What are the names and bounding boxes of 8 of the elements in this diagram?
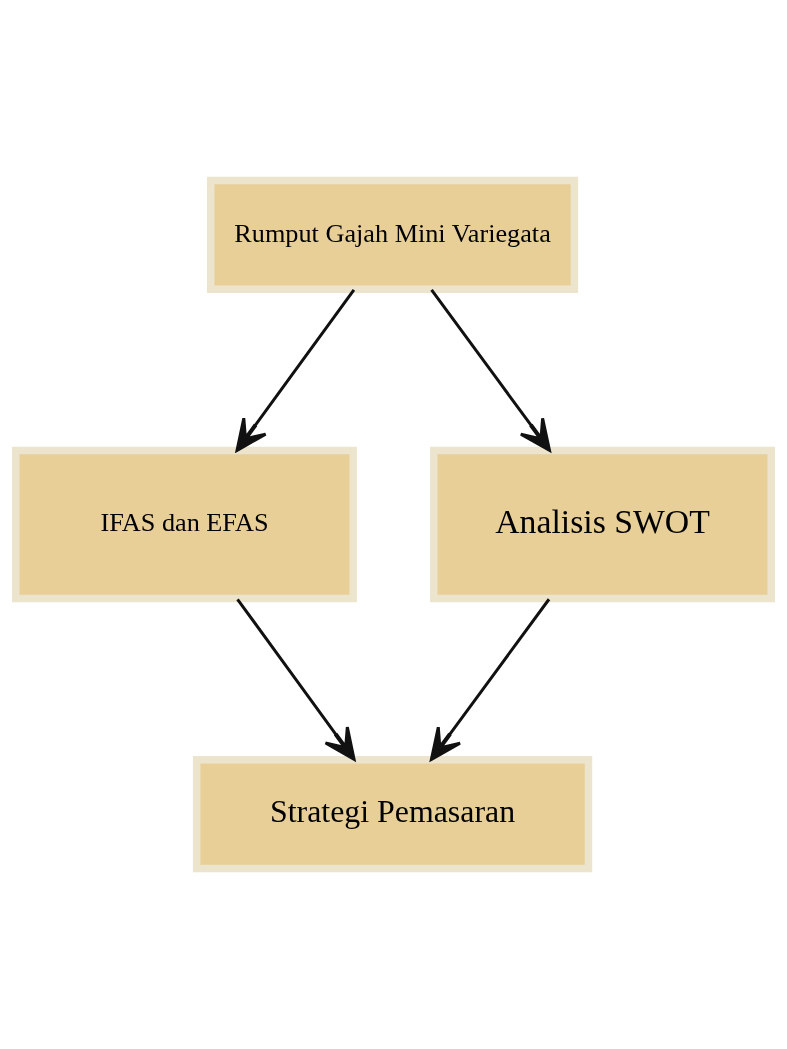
- node-box: Strategi Pemasaran: [192, 756, 593, 873]
- arrow: [236, 598, 356, 761]
- node-box: Rumput Gajah Mini Variegata: [206, 176, 579, 293]
- node-box: IFAS dan EFAS: [12, 446, 357, 603]
- arrow: [235, 288, 356, 452]
- node-box: Analisis SWOT: [430, 446, 775, 603]
- arrow: [430, 288, 551, 452]
- arrow: [429, 598, 551, 761]
